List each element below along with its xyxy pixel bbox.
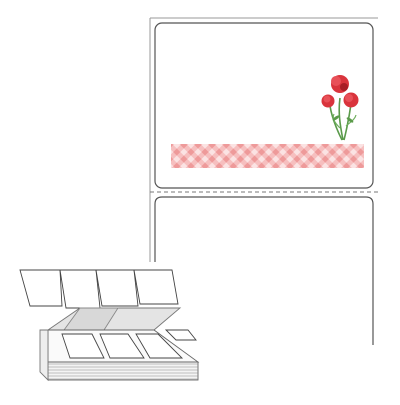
- carnation-icon: [321, 75, 359, 141]
- gingham-band: [171, 144, 364, 168]
- second-label: [149, 195, 374, 345]
- top-label: [154, 22, 374, 189]
- fanfold-stack-icon: [19, 269, 200, 382]
